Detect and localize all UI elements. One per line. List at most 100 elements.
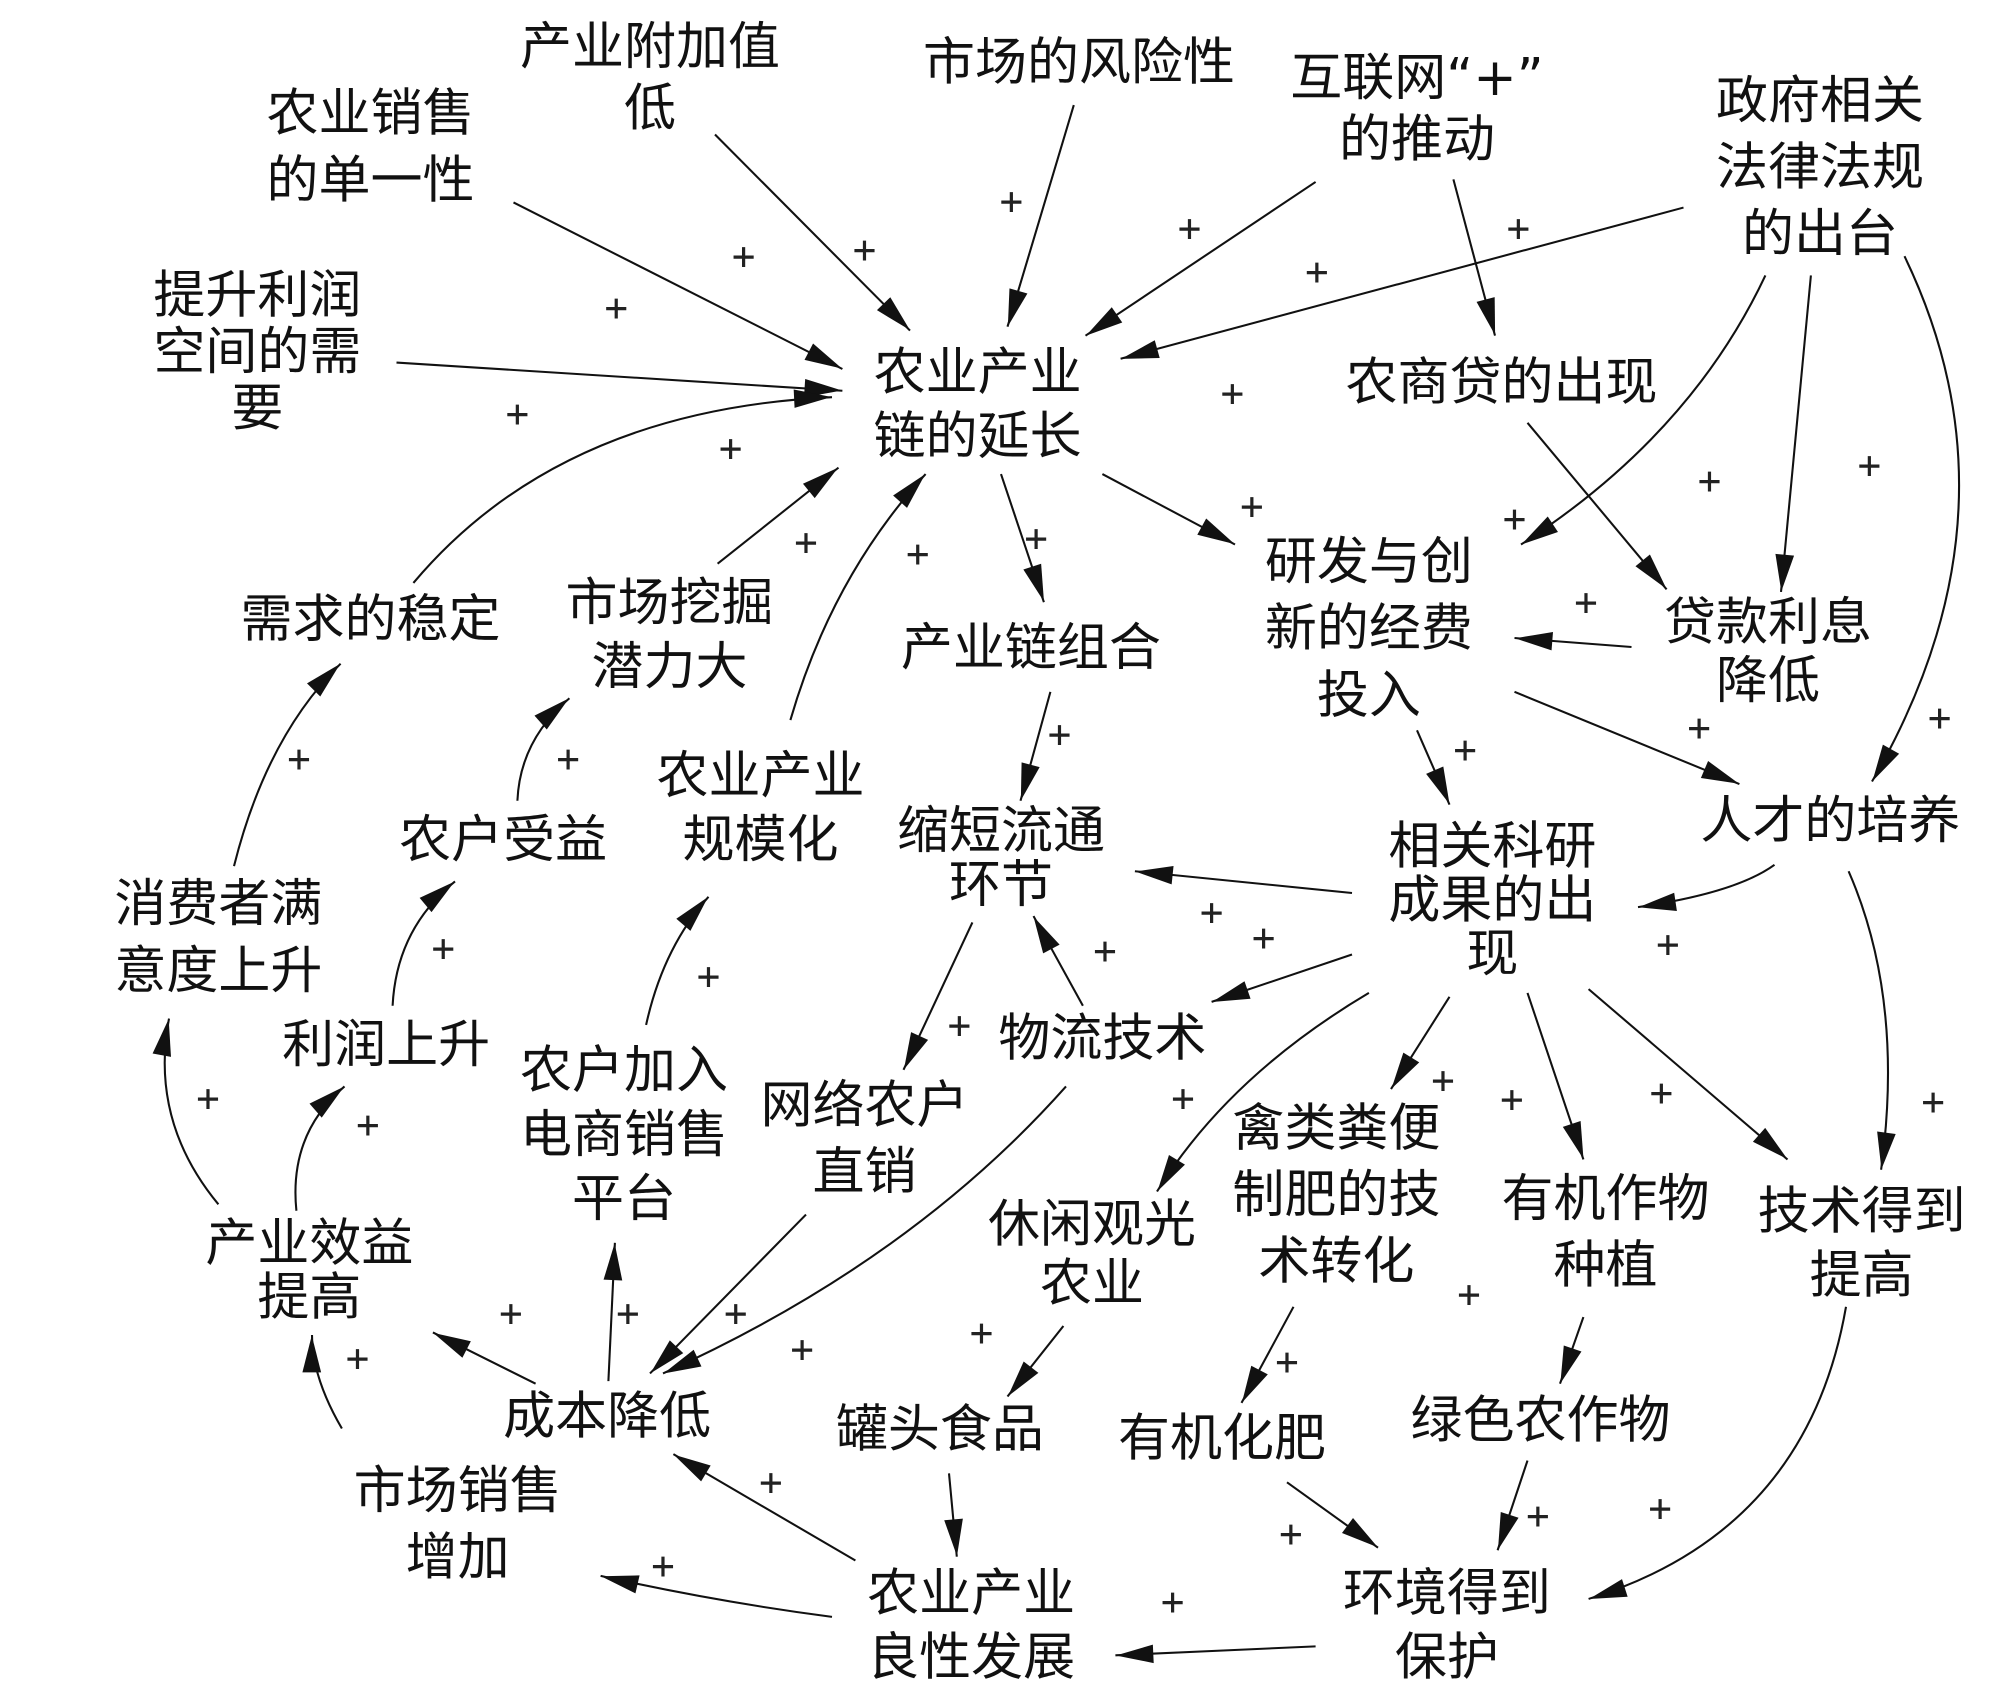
- edge-n34-to-n33: [600, 1574, 833, 1618]
- polarity-plus: +: [1650, 1071, 1673, 1116]
- edge-n29-to-n28: [432, 1331, 537, 1385]
- edge-n5-to-n13: [1775, 275, 1812, 593]
- edge-n35-to-n34: [1115, 1644, 1316, 1664]
- polarity-plus: +: [724, 1291, 747, 1336]
- polarity-plus: +: [432, 926, 455, 971]
- edge-n5-to-n7: [1120, 206, 1684, 360]
- node-label-line: 禽类粪便: [1232, 1099, 1440, 1159]
- node-label-line: 技术得到: [1758, 1182, 1966, 1242]
- node-label-line: 环境得到: [1343, 1564, 1551, 1624]
- edge-n19-to-n9: [232, 662, 342, 867]
- node-label-line: 物流技术: [998, 1009, 1206, 1069]
- edge-n4-to-n7: [1084, 181, 1317, 337]
- node-label-line: 农业产业: [874, 343, 1082, 403]
- polarity-plus: +: [1526, 1494, 1549, 1539]
- node-label-line: 农业: [1040, 1254, 1144, 1314]
- node-label-line: 电商销售: [520, 1105, 728, 1165]
- polarity-plus: +: [970, 1311, 993, 1356]
- polarity-plus: +: [759, 1460, 782, 1505]
- edge-n14-to-n7: [789, 473, 927, 721]
- node-label-line: 规模化: [683, 810, 839, 870]
- polarity-plus: +: [1024, 516, 1047, 561]
- polarity-plus: +: [506, 392, 529, 437]
- edge-n21-to-n16: [1032, 915, 1084, 1007]
- edge-n4-to-n8: [1452, 179, 1497, 336]
- node-n11: 产业链组合: [901, 618, 1161, 678]
- node-label-line: 新的经费: [1265, 599, 1473, 659]
- node-label-line: 人才的培养: [1700, 791, 1960, 851]
- polarity-plus: +: [948, 1003, 971, 1048]
- node-label-line: 农业销售: [267, 84, 475, 144]
- edge-n21-to-n29: [662, 1085, 1067, 1375]
- edge-n2-to-n7: [714, 133, 911, 332]
- edge-n29-to-n22: [603, 1242, 623, 1382]
- node-label-line: 降低: [1716, 652, 1820, 712]
- node-label-line: 休闲观光: [988, 1195, 1196, 1255]
- polarity-plus: +: [1431, 1058, 1454, 1103]
- polarity-plus: +: [1698, 459, 1721, 504]
- polarity-plus: +: [1507, 206, 1530, 251]
- node-label-line: 有机化肥: [1118, 1409, 1326, 1469]
- node-label-line: 成本降低: [503, 1387, 711, 1447]
- polarity-plus: +: [1457, 1272, 1480, 1317]
- polarity-plus: +: [499, 1291, 522, 1336]
- edge-n17-to-n16: [1134, 866, 1353, 895]
- polarity-plus: +: [1252, 916, 1275, 961]
- node-n18: 人才的培养: [1700, 791, 1960, 851]
- edge-n15-to-n10: [516, 697, 571, 801]
- node-n20: 利润上升: [282, 1015, 490, 1075]
- node-label-line: 市场销售: [354, 1461, 562, 1521]
- polarity-plus: +: [1928, 696, 1951, 741]
- polarity-plus: +: [1093, 929, 1116, 974]
- polarity-plus: +: [1858, 443, 1881, 488]
- node-label-line: 的单一性: [267, 151, 475, 211]
- node-label-line: 提升利润: [153, 266, 361, 326]
- polarity-plus: +: [1048, 712, 1071, 757]
- edge-n1-to-n7: [513, 201, 843, 370]
- polarity-plus: +: [616, 1291, 639, 1336]
- node-label-line: 市场的风险性: [923, 33, 1235, 93]
- polarity-plus: +: [651, 1544, 674, 1589]
- node-label-line: 保护: [1395, 1628, 1499, 1688]
- edge-n16-to-n23: [902, 922, 974, 1071]
- polarity-plus: +: [794, 520, 817, 565]
- node-label-line: 低: [624, 79, 676, 139]
- node-label-line: 现: [1466, 924, 1518, 984]
- polarity-layer: ++++++++++++++++++++++++++++++++++++++++…: [196, 179, 1951, 1624]
- node-label-line: 产业附加值: [520, 17, 780, 77]
- node-label-line: 有机作物: [1502, 1169, 1710, 1229]
- node-label-line: 种植: [1554, 1236, 1658, 1296]
- polarity-plus: +: [1574, 580, 1597, 625]
- node-label-line: 贷款利息: [1664, 593, 1872, 653]
- edge-n27-to-n30: [1006, 1325, 1065, 1398]
- node-label-line: 提高: [1810, 1246, 1914, 1306]
- node-label-line: 缩短流通: [897, 801, 1105, 861]
- node-label-line: 政府相关: [1716, 71, 1924, 131]
- node-n21: 物流技术: [998, 1009, 1206, 1069]
- polarity-plus: +: [1200, 890, 1223, 935]
- edge-n20-to-n15: [391, 880, 456, 1006]
- node-label-line: 互联网“+”: [1290, 48, 1543, 108]
- polarity-plus: +: [1503, 497, 1526, 542]
- node-label-line: 罐头食品: [836, 1400, 1044, 1460]
- node-n31: 有机化肥: [1118, 1409, 1326, 1469]
- node-n3: 市场的风险性: [923, 33, 1235, 93]
- edge-n23-to-n29: [649, 1213, 807, 1375]
- node-label-line: 消费者满: [114, 875, 322, 935]
- node-label-line: 链的延长: [874, 407, 1082, 467]
- polarity-plus: +: [1000, 179, 1023, 224]
- node-n15: 农户受益: [399, 810, 607, 870]
- edge-n31-to-n35: [1286, 1481, 1379, 1549]
- node-label-line: 制肥的技: [1232, 1165, 1440, 1225]
- node-label-line: 绿色农作物: [1411, 1391, 1671, 1451]
- edge-n32-to-n35: [1496, 1460, 1529, 1551]
- node-label-line: 的出台: [1742, 204, 1898, 264]
